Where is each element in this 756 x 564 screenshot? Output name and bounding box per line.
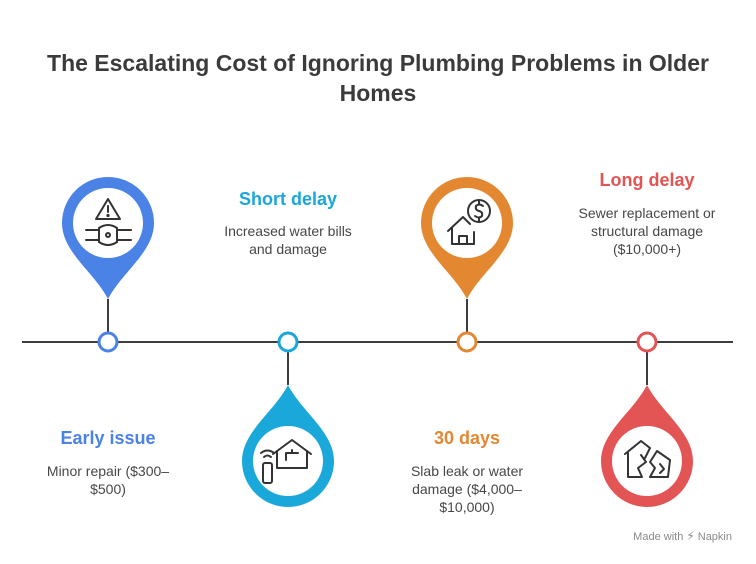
- stage-4-node: [636, 331, 658, 353]
- stage-2-pin: [242, 352, 334, 507]
- stage-3-desc-line: damage ($4,000–: [412, 481, 522, 497]
- house-cost-icon: [447, 199, 491, 245]
- napkin-logo-icon: ⚡: [686, 529, 695, 543]
- stage-3-heading: 30 days: [433, 428, 501, 448]
- page-title: The Escalating Cost of Ignoring Plumbing…: [0, 48, 756, 108]
- stage-1-description: Minor repair ($300– $500): [18, 462, 198, 498]
- warning-pipe-icon: [85, 198, 132, 246]
- brand-prefix: Made with: [633, 531, 684, 543]
- stage-2-node: [277, 331, 299, 353]
- napkin-watermark: Made with⚡Napkin: [633, 529, 732, 543]
- stage-2-desc-line: Increased water bills: [224, 223, 352, 239]
- stage-4-heading: Long delay: [599, 170, 695, 190]
- title-line-1: The Escalating Cost of Ignoring Plumbing…: [47, 50, 709, 76]
- stage-4-desc-line: structural damage: [590, 223, 704, 239]
- stage-3-node: [456, 331, 478, 353]
- stage-4-pin: [601, 352, 693, 507]
- stage-3-desc-line: Slab leak or water: [410, 463, 524, 479]
- stage-1-desc-line: Minor repair ($300–: [46, 463, 170, 479]
- brand-name: Napkin: [697, 531, 732, 543]
- stage-2-heading: Short delay: [238, 189, 338, 209]
- stage-4-description: Sewer replacement or structural damage (…: [557, 204, 737, 258]
- title-line-2: Homes: [339, 80, 417, 106]
- stage-1-desc-line: $500): [90, 481, 126, 497]
- stage-2-description: Increased water bills and damage: [198, 222, 378, 258]
- stage-2-desc-line: and damage: [249, 241, 327, 257]
- stage-3-pin: [421, 177, 513, 332]
- stage-1-heading: Early issue: [60, 428, 156, 448]
- stage-4-desc-line: ($10,000+): [612, 241, 682, 257]
- cracked-structure-icon: [624, 440, 671, 478]
- smart-home-faucet-icon: [260, 439, 312, 484]
- stage-3-desc-line: $10,000): [439, 499, 495, 515]
- stage-4-desc-line: Sewer replacement or: [578, 205, 716, 221]
- stage-1-node: [97, 331, 119, 353]
- stage-3-description: Slab leak or water damage ($4,000– $10,0…: [377, 462, 557, 516]
